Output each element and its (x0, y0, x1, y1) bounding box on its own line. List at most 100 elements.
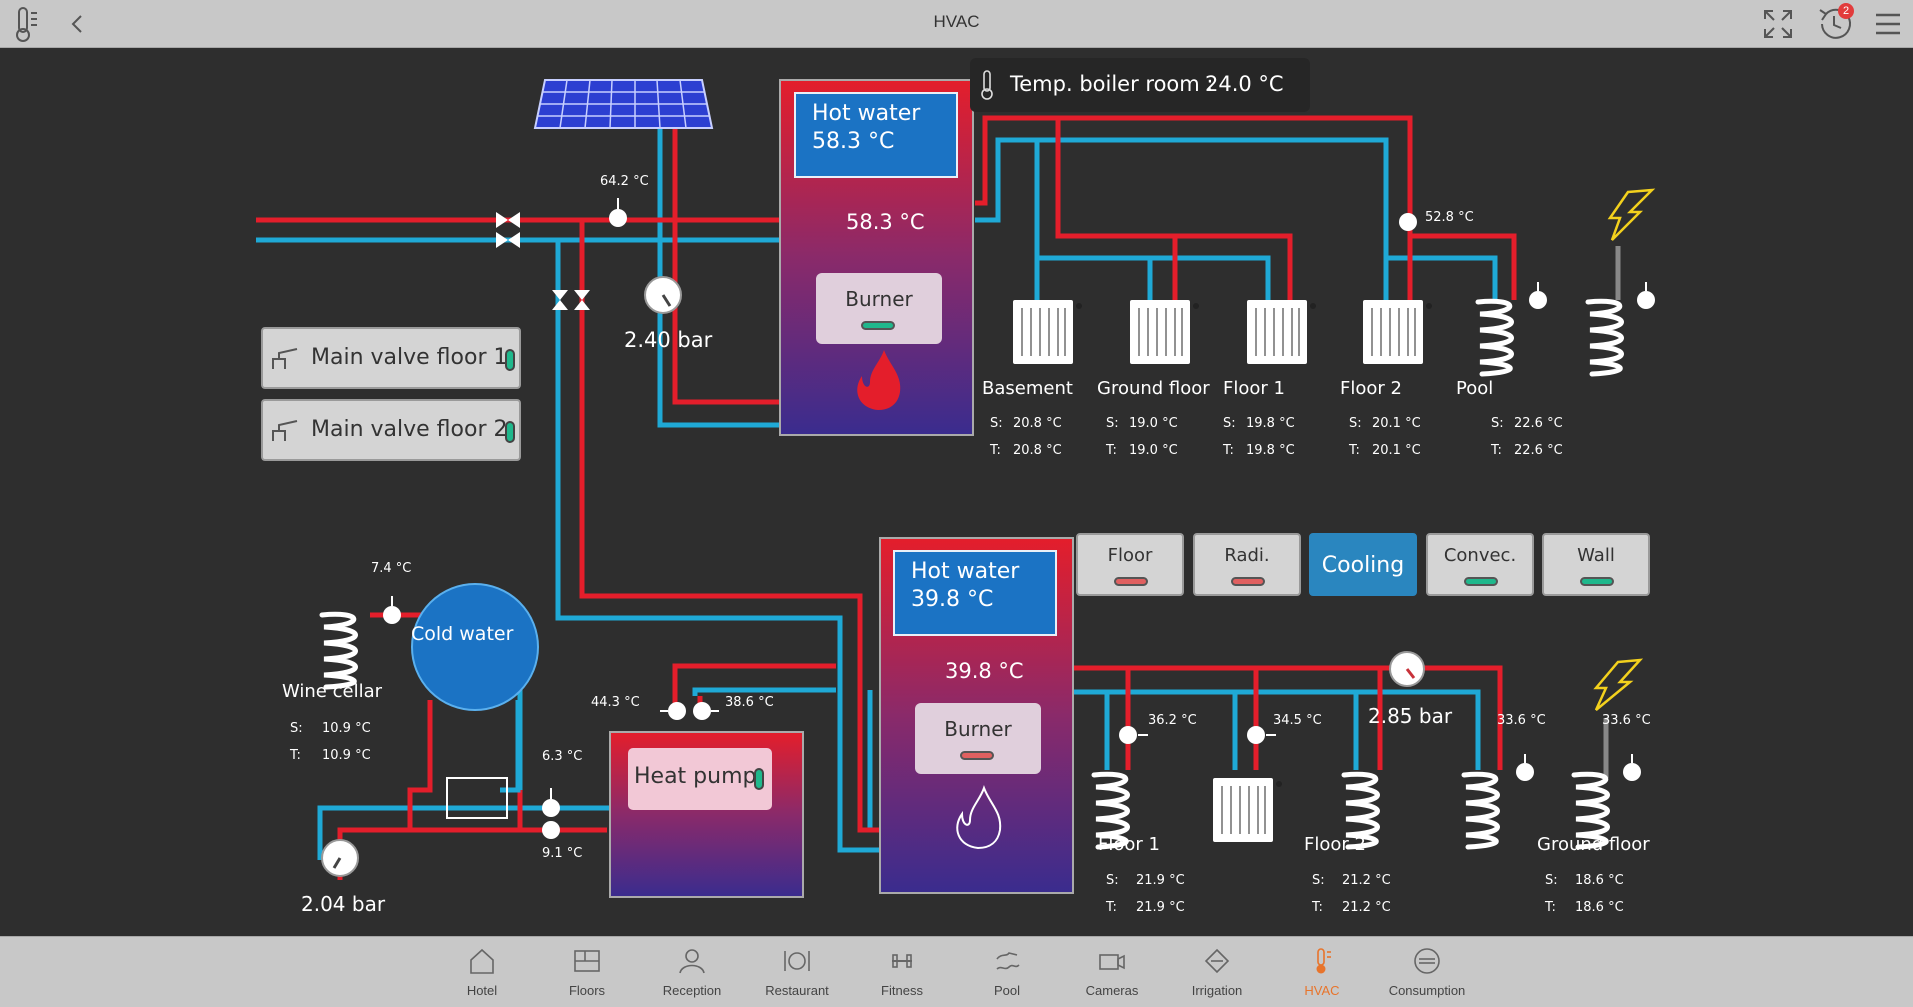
history-icon[interactable]: 2 (1810, 0, 1858, 48)
nav-restaurant[interactable]: Restaurant (747, 937, 847, 1007)
mode-status-off (1231, 577, 1265, 586)
cold-water-pressure: 2.04 bar (301, 892, 386, 916)
solar-panel-icon (533, 79, 714, 129)
sensor-s-label: S: (1106, 416, 1119, 431)
bottom-nav: Hotel Floors Reception Restaurant Fitnes… (0, 936, 1913, 1007)
sensor-t-value: 18.6 °C (1575, 900, 1624, 915)
tank-1-burner-button[interactable]: Burner (816, 273, 942, 344)
circuit-name: Basement (982, 378, 1073, 399)
nav-hvac[interactable]: HVAC (1272, 937, 1372, 1007)
nav-reception[interactable]: Reception (642, 937, 742, 1007)
tank-1-temp-title: 58.3 °C (812, 129, 895, 154)
mode-radiator-button[interactable]: Radi. (1193, 533, 1301, 596)
nav-label: Consumption (1388, 983, 1466, 998)
tank-2-temp-title: 39.8 °C (911, 587, 994, 612)
nav-label: Floors (568, 983, 606, 998)
electric-heater-icon (1593, 658, 1644, 711)
sensor-s-label: S: (290, 721, 303, 736)
solar-temp: 64.2 °C (600, 174, 649, 189)
burner-status-off (960, 751, 994, 760)
sensor-s-label: S: (1106, 873, 1119, 888)
sensor-s-label: S: (990, 416, 1003, 431)
flame-icon (857, 350, 901, 410)
upper-supply-temp: 52.8 °C (1425, 210, 1474, 225)
nav-label: Reception (662, 983, 722, 998)
meter-icon (1414, 948, 1440, 974)
sensor-s-value: 10.9 °C (322, 721, 371, 736)
valve-icons (496, 212, 590, 310)
tank-2-temp: 39.8 °C (945, 659, 1024, 683)
circuit-name: Floor 1 (1223, 378, 1285, 399)
sensor-s-label: S: (1312, 873, 1325, 888)
tank-2-burner-button[interactable]: Burner (915, 703, 1041, 774)
sensor-t-label: T: (1106, 900, 1117, 915)
valve-handle-icon (272, 420, 298, 441)
mode-convector-button[interactable]: Convec. (1426, 533, 1534, 596)
lower-pressure: 2.85 bar (1368, 704, 1453, 728)
cold-water-temp-a: 6.3 °C (542, 749, 583, 764)
sensor-t-value: 20.1 °C (1372, 443, 1421, 458)
main-valve-floor-2-button[interactable]: Main valve floor 2 (261, 399, 521, 461)
heat-exchanger (446, 777, 508, 819)
nav-fitness[interactable]: Fitness (852, 937, 952, 1007)
sensor-t-label: T: (1223, 443, 1234, 458)
sensor-t-value: 19.8 °C (1246, 443, 1295, 458)
sensor-t-value: 22.6 °C (1514, 443, 1563, 458)
pressure-gauge-icon (644, 276, 682, 314)
mode-wall-button[interactable]: Wall (1542, 533, 1650, 596)
lower-temp: 33.6 °C (1497, 713, 1546, 728)
sensor-t-label: T: (290, 748, 301, 763)
heat-pump-temp-in: 44.3 °C (591, 695, 640, 710)
sensor-s-value: 19.0 °C (1129, 416, 1178, 431)
nav-label: Restaurant (765, 983, 829, 998)
hvac-diagram (256, 79, 1656, 898)
circuit-name: Ground floor (1097, 378, 1210, 399)
burner-status-on (861, 321, 895, 330)
menu-icon[interactable] (1870, 0, 1906, 48)
sensor-s-value: 18.6 °C (1575, 873, 1624, 888)
sensor-t-value: 10.9 °C (322, 748, 371, 763)
main-valve-label: Main valve floor 1 (311, 345, 508, 370)
pool-icon (996, 952, 1020, 970)
sensor-s-label: S: (1491, 416, 1504, 431)
boiler-room-readout: Temp. boiler room : 24.0 °C (970, 58, 1310, 112)
sensor-s-label: S: (1349, 416, 1362, 431)
nav-irrigation[interactable]: Irrigation (1167, 937, 1267, 1007)
sensor-s-value: 22.6 °C (1514, 416, 1563, 431)
nav-label: Hotel (466, 983, 498, 998)
sensor-t-label: T: (1491, 443, 1502, 458)
mode-label: Convec. (1443, 545, 1517, 566)
sensor-t-value: 20.8 °C (1013, 443, 1062, 458)
boiler-room-label: Temp. boiler room : (1010, 72, 1214, 96)
circuit-name: Floor 1 (1098, 834, 1160, 855)
fullscreen-icon[interactable] (1758, 0, 1798, 48)
main-valve-floor-1-button[interactable]: Main valve floor 1 (261, 327, 521, 389)
cold-water-label: Cold water (411, 623, 514, 645)
person-icon (679, 949, 705, 974)
status-indicator (505, 421, 515, 443)
nav-label: HVAC (1304, 983, 1340, 998)
tank-1-title: Hot water (812, 101, 921, 126)
nav-hotel[interactable]: Hotel (432, 937, 532, 1007)
sensor-t-label: T: (1349, 443, 1360, 458)
tank-1-title-box: Hot water 58.3 °C (794, 92, 958, 178)
back-icon[interactable] (62, 0, 92, 48)
mode-floor-button[interactable]: Floor (1076, 533, 1184, 596)
sensor-s-value: 20.1 °C (1372, 416, 1421, 431)
boiler-room-value: 24.0 °C (1205, 72, 1284, 96)
nav-label: Irrigation (1191, 983, 1243, 998)
lower-temp: 34.5 °C (1273, 713, 1322, 728)
nav-consumption[interactable]: Consumption (1377, 937, 1477, 1007)
heat-pump-button[interactable]: Heat pump (628, 748, 772, 810)
nav-pool[interactable]: Pool (957, 937, 1057, 1007)
notification-badge: 2 (1838, 3, 1854, 19)
mode-cooling-button[interactable]: Cooling (1309, 533, 1417, 596)
nav-cameras[interactable]: Cameras (1062, 937, 1162, 1007)
tank-1-temp: 58.3 °C (846, 210, 925, 234)
sensor-s-label: S: (1545, 873, 1558, 888)
page-title: HVAC (933, 12, 980, 31)
nav-floors[interactable]: Floors (537, 937, 637, 1007)
dumbbell-icon (892, 954, 912, 968)
mode-status-off (1114, 577, 1148, 586)
sensor-t-label: T: (1545, 900, 1556, 915)
